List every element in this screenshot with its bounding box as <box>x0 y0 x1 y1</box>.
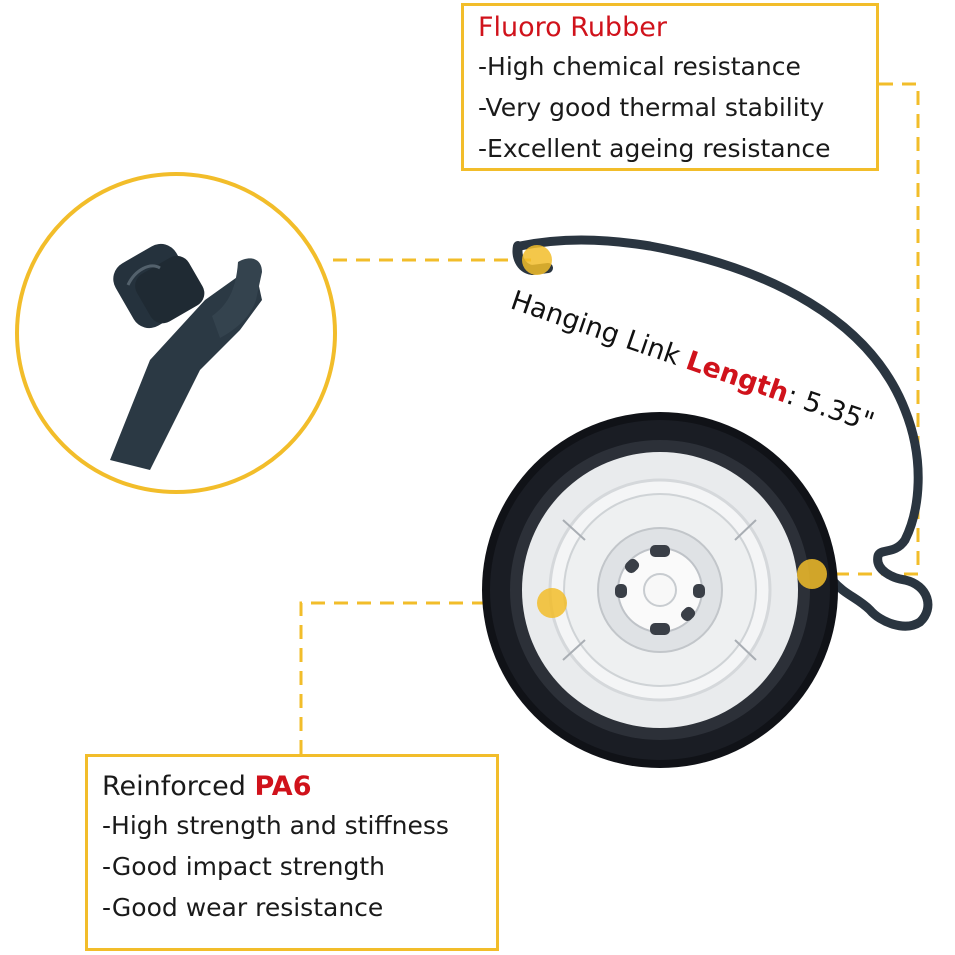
pa6-title-plain: Reinforced <box>102 771 255 802</box>
highlight-dot-seal <box>797 559 827 589</box>
fluoro-title: Fluoro Rubber <box>478 10 876 46</box>
leader-lines <box>299 82 920 754</box>
fluoro-feature: -High chemical resistance <box>478 52 801 81</box>
pa6-callout: Reinforced PA6 -High strength and stiffn… <box>85 754 499 951</box>
fluoro-feature: -Excellent ageing resistance <box>478 134 831 163</box>
fluoro-rubber-callout: Fluoro Rubber -High chemical resistance … <box>461 3 879 171</box>
pa6-title-accent: PA6 <box>254 771 312 802</box>
zoom-detail-circle <box>15 172 337 494</box>
highlight-dot-link <box>522 245 552 275</box>
fluoro-title-text: Fluoro Rubber <box>478 12 667 43</box>
leader-line-pa6 <box>299 601 552 754</box>
pa6-feature: -Good impact strength <box>102 852 385 881</box>
pa6-title: Reinforced PA6 <box>102 769 496 805</box>
highlight-dots <box>522 245 827 618</box>
fuel-cap <box>482 412 838 768</box>
leader-line-fluoro <box>812 82 920 576</box>
pa6-feature: -Good wear resistance <box>102 893 384 922</box>
pa6-feature: -High strength and stiffness <box>102 811 449 840</box>
fluoro-feature: -Very good thermal stability <box>478 93 825 122</box>
highlight-dot-body <box>537 588 567 618</box>
